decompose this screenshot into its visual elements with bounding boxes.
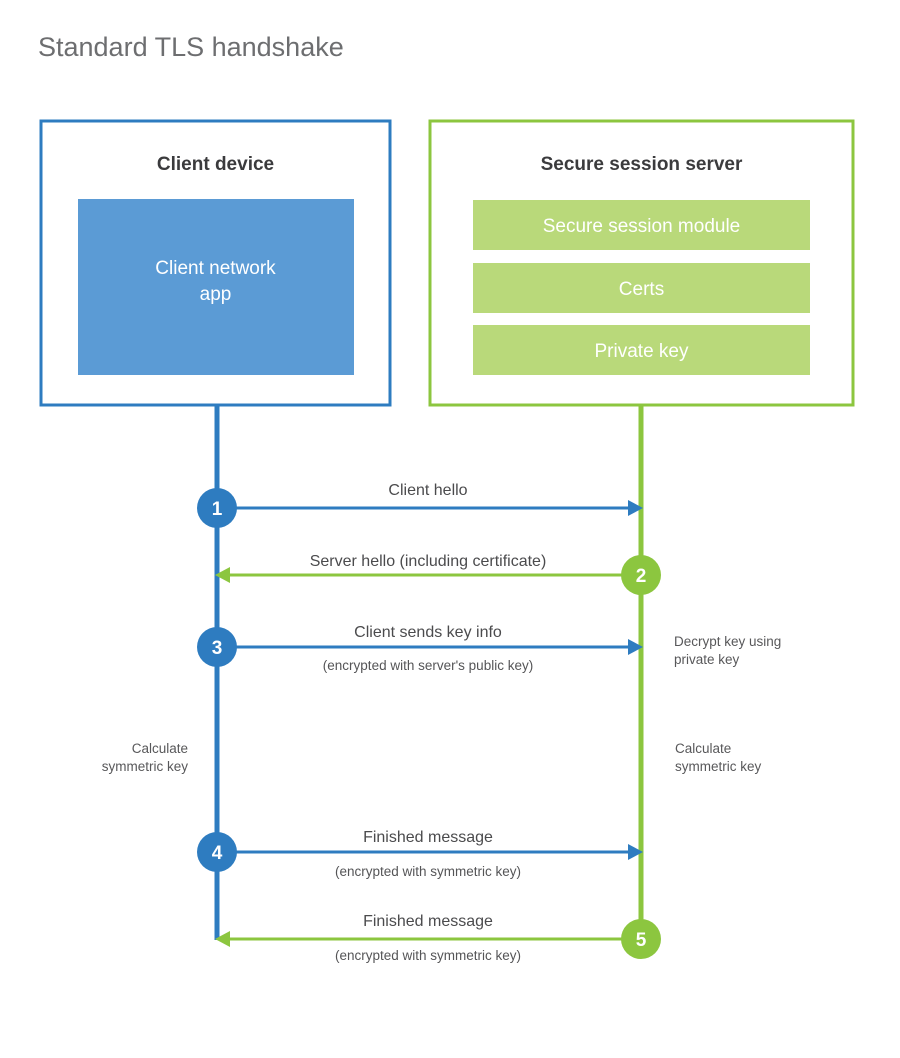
step-3-arrowhead xyxy=(628,639,643,655)
client-app-label-line1: Client network xyxy=(155,258,276,279)
server-decrypt-line1: Decrypt key using xyxy=(674,634,781,649)
step-4-sublabel: (encrypted with symmetric key) xyxy=(335,864,521,879)
step-5-number: 5 xyxy=(636,930,647,951)
secure-session-server-panel: Secure session server Secure session mod… xyxy=(428,119,855,407)
step-1-badge[interactable] xyxy=(197,488,237,528)
step-3-sublabel: (encrypted with server's public key) xyxy=(323,658,533,673)
client-app-label-line2: app xyxy=(200,284,232,305)
client-device-panel: Client device Client network app xyxy=(39,119,392,407)
server-bar-label-1: Certs xyxy=(619,279,664,300)
server-calc-line1: Calculate xyxy=(675,741,731,756)
server-calculate-symmetric-key-annotation: Calculate symmetric key xyxy=(675,741,762,774)
step-2-group: Server hello (including certificate) 2 xyxy=(215,553,661,595)
server-decrypt-annotation: Decrypt key using private key xyxy=(674,634,781,667)
server-bar-private-key xyxy=(473,325,810,375)
client-calculate-symmetric-key-annotation: Calculate symmetric key xyxy=(102,741,189,774)
step-3-group: Client sends key info (encrypted with se… xyxy=(197,624,643,673)
step-2-number: 2 xyxy=(636,566,647,587)
step-5-badge[interactable] xyxy=(621,919,661,959)
step-4-arrowhead xyxy=(628,844,643,860)
step-3-badge[interactable] xyxy=(197,627,237,667)
server-bar-certs xyxy=(473,263,810,313)
step-5-group: Finished message (encrypted with symmetr… xyxy=(215,913,661,963)
server-calc-line2: symmetric key xyxy=(675,759,762,774)
step-2-label: Server hello (including certificate) xyxy=(310,553,547,570)
client-calc-line2: symmetric key xyxy=(102,759,189,774)
step-5-arrowhead xyxy=(215,931,230,947)
server-bar-secure-session-module xyxy=(473,200,810,250)
step-4-group: Finished message (encrypted with symmetr… xyxy=(197,829,643,879)
step-1-label: Client hello xyxy=(388,482,467,499)
step-4-label: Finished message xyxy=(363,829,493,846)
server-bar-label-0: Secure session module xyxy=(543,216,741,237)
step-4-badge[interactable] xyxy=(197,832,237,872)
step-1-group: Client hello 1 xyxy=(197,482,643,528)
server-bar-label-2: Private key xyxy=(595,341,689,362)
step-5-label: Finished message xyxy=(363,913,493,930)
step-2-arrowhead xyxy=(215,567,230,583)
step-2-badge[interactable] xyxy=(621,555,661,595)
step-5-sublabel: (encrypted with symmetric key) xyxy=(335,948,521,963)
step-3-label: Client sends key info xyxy=(354,624,502,641)
client-network-app-box xyxy=(78,199,354,375)
client-calc-line1: Calculate xyxy=(132,741,188,756)
step-3-number: 3 xyxy=(212,638,223,659)
server-title: Secure session server xyxy=(541,154,743,175)
client-device-title: Client device xyxy=(157,154,274,175)
step-1-arrowhead xyxy=(628,500,643,516)
step-4-number: 4 xyxy=(212,843,223,864)
step-1-number: 1 xyxy=(212,499,223,520)
server-decrypt-line2: private key xyxy=(674,652,740,667)
page-title: Standard TLS handshake xyxy=(38,32,344,62)
